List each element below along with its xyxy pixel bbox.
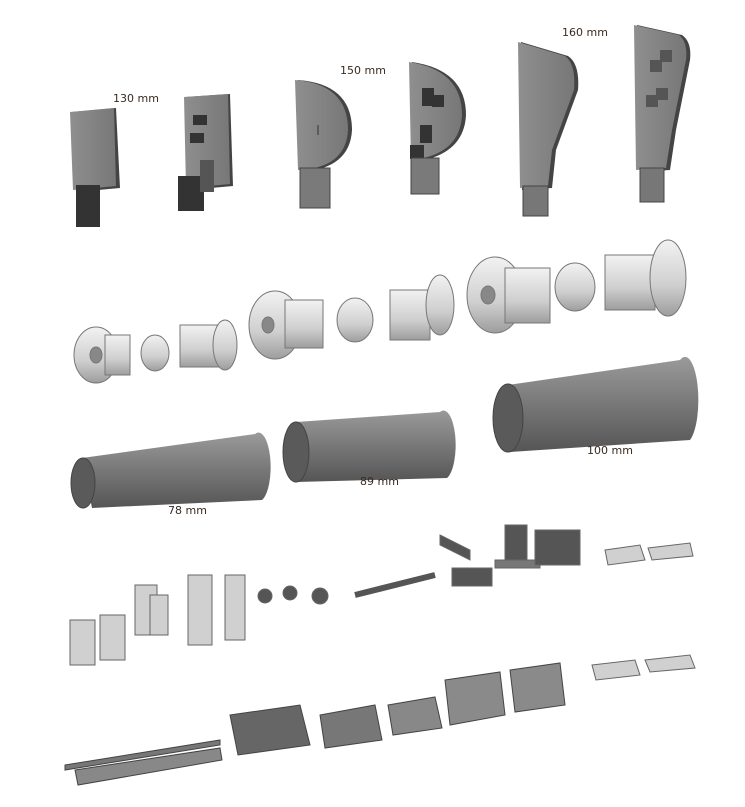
label-100mm: 100 mm	[587, 444, 633, 457]
roller-set-100	[466, 239, 687, 334]
roller-set-89	[248, 274, 455, 360]
end-plate-150-plain	[295, 80, 352, 209]
hardware-parts	[69, 524, 696, 681]
label-150mm: 150 mm	[340, 64, 386, 77]
roller-set-78	[73, 319, 238, 384]
tube-78	[70, 432, 271, 509]
tube-89	[282, 410, 456, 483]
end-plate-130-bracket	[178, 94, 233, 211]
label-160mm: 160 mm	[562, 26, 608, 39]
end-plate-160-bracket	[634, 25, 691, 203]
label-130mm: 130 mm	[113, 92, 159, 105]
end-plate-160-plain	[518, 42, 579, 217]
end-plate-150-bracket	[409, 62, 466, 195]
end-plate-130-plain	[70, 108, 120, 227]
label-78mm: 78 mm	[168, 504, 207, 517]
tube-100	[492, 356, 699, 453]
profile-rails	[64, 662, 566, 786]
label-89mm: 89 mm	[360, 475, 399, 488]
